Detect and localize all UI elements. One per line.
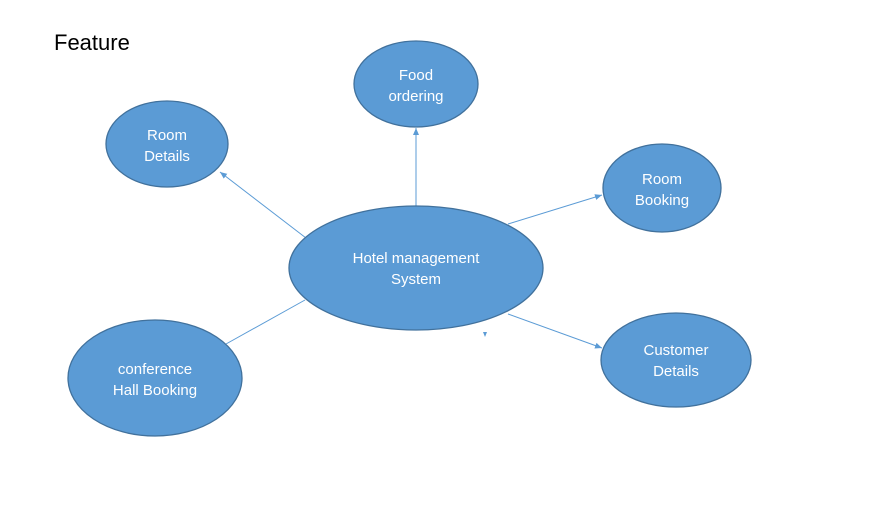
node-room-details-label-line1: Room [147, 127, 187, 144]
node-room-booking-label-line2: Booking [635, 192, 689, 209]
node-conference-hall-booking-label-line2: Hall Booking [113, 382, 197, 399]
node-room-booking: Room Booking [602, 143, 722, 233]
connector-room-details [219, 171, 307, 239]
node-conference-hall-booking: conference Hall Booking [67, 319, 243, 437]
node-room-details: Room Details [105, 100, 229, 188]
page-title: Feature [54, 30, 130, 55]
node-room-booking-shape [602, 143, 722, 233]
node-hotel-management-system-label-line1: Hotel management [353, 250, 481, 267]
node-customer-details-label-line1: Customer [643, 342, 708, 359]
node-food-ordering: Food ordering [353, 40, 479, 128]
node-customer-details-shape [600, 312, 752, 408]
node-food-ordering-shape [353, 40, 479, 128]
node-room-details-label-line2: Details [144, 148, 190, 165]
node-hotel-management-system-label-line2: System [391, 271, 441, 288]
node-customer-details: Customer Details [600, 312, 752, 408]
node-hotel-management-system-shape [288, 205, 544, 331]
node-conference-hall-booking-label-line1: conference [118, 361, 192, 378]
connector-customer-details [507, 313, 603, 349]
node-room-booking-label-line1: Room [642, 171, 682, 188]
node-hotel-management-system: Hotel management System [288, 205, 544, 331]
connector-room-booking [507, 194, 603, 225]
node-food-ordering-label-line1: Food [399, 67, 433, 84]
node-room-details-shape [105, 100, 229, 188]
node-conference-hall-booking-shape [67, 319, 243, 437]
node-customer-details-label-line2: Details [653, 363, 699, 380]
node-food-ordering-label-line2: ordering [388, 88, 443, 105]
stray-arrow-mark [483, 332, 487, 337]
connector-conference-hall [225, 299, 306, 345]
